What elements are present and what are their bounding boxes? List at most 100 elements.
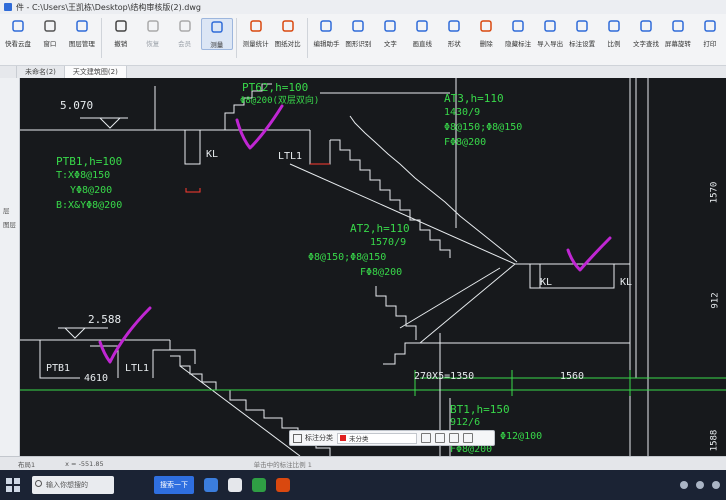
toolbar-button-8[interactable]: 图纸对比 bbox=[272, 18, 304, 48]
app-icon-2[interactable] bbox=[228, 478, 242, 492]
bt1-rebar: Φ12@100 bbox=[500, 431, 543, 442]
title-bar: 件 - C:\Users\王凯栋\Desktop\结构审核版(2).dwg bbox=[0, 0, 726, 14]
tab-0[interactable] bbox=[0, 66, 17, 78]
cloud-icon bbox=[10, 18, 26, 34]
left-panel-item[interactable] bbox=[0, 386, 19, 400]
toolbar-button-21[interactable]: 打印 bbox=[694, 18, 726, 48]
app-icon-3[interactable] bbox=[252, 478, 266, 492]
left-panel-item[interactable] bbox=[0, 232, 19, 246]
toolbar-button-19[interactable]: 文字查找 bbox=[630, 18, 662, 48]
dim-1560: 1560 bbox=[560, 371, 585, 382]
left-panel-item[interactable] bbox=[0, 344, 19, 358]
left-panel-item[interactable] bbox=[0, 120, 19, 134]
app-logo-icon bbox=[4, 3, 12, 11]
toolbar-button-15[interactable]: 隐藏标注 bbox=[502, 18, 534, 48]
edit-icon[interactable] bbox=[421, 433, 431, 443]
toolbar-button-label: 图形识别 bbox=[345, 40, 372, 48]
toolbar-button-12[interactable]: 画直线 bbox=[406, 18, 438, 48]
left-panel-item[interactable] bbox=[0, 358, 19, 372]
layers-icon bbox=[74, 18, 90, 34]
delete-icon[interactable] bbox=[463, 433, 473, 443]
grid-icon[interactable] bbox=[293, 433, 302, 443]
move-icon[interactable] bbox=[449, 433, 459, 443]
elevation-left: 2.588 bbox=[88, 313, 122, 326]
left-panel-item[interactable] bbox=[0, 134, 19, 148]
annotation-category-select[interactable]: 未分类 bbox=[337, 432, 417, 444]
left-panel-item[interactable] bbox=[0, 274, 19, 288]
left-panel-item[interactable] bbox=[0, 316, 19, 330]
redo-icon bbox=[145, 18, 161, 34]
app-icon-4[interactable] bbox=[276, 478, 290, 492]
toolbar-button-3[interactable]: 撤销 bbox=[105, 18, 137, 48]
left-panel-item[interactable] bbox=[0, 162, 19, 176]
toolbar-button-16[interactable]: 导入导出 bbox=[534, 18, 566, 48]
toolbar-button-1[interactable]: 窗口 bbox=[34, 18, 66, 48]
toolbar-button-label: 恢复 bbox=[146, 40, 160, 48]
tab-active[interactable]: 天文建筑图(2) bbox=[64, 66, 127, 78]
toolbar-button-9[interactable]: 编辑助手 bbox=[310, 18, 342, 48]
import-export-icon bbox=[542, 18, 558, 34]
toolbar-button-10[interactable]: 图形识别 bbox=[342, 18, 374, 48]
text-search-icon bbox=[638, 18, 654, 34]
taskbar-search-input[interactable]: 输入你想搜的 bbox=[32, 476, 114, 494]
toolbar-button-18[interactable]: 比例 bbox=[598, 18, 630, 48]
ptb1-top-rebar: T:XΦ8@150 bbox=[56, 170, 111, 181]
bt1-label: BT1,h=150 bbox=[450, 403, 510, 416]
toolbar-button-5[interactable]: 会员 bbox=[169, 18, 201, 48]
app-icon-1[interactable] bbox=[204, 478, 218, 492]
left-panel-item[interactable] bbox=[0, 106, 19, 120]
left-panel-item[interactable] bbox=[0, 260, 19, 274]
left-panel-item[interactable] bbox=[0, 78, 19, 92]
search-icon bbox=[35, 480, 42, 487]
edit-assistant-icon bbox=[318, 18, 334, 34]
left-panel-item[interactable] bbox=[0, 148, 19, 162]
undo-icon bbox=[113, 18, 129, 34]
left-panel-item[interactable] bbox=[0, 330, 19, 344]
tab-1[interactable]: 未命名(2) bbox=[17, 66, 65, 78]
toolbar-button-label: 会员 bbox=[178, 40, 192, 48]
toolbar-button-label: 编辑助手 bbox=[313, 40, 340, 48]
left-panel-item[interactable] bbox=[0, 372, 19, 386]
toolbar-button-label: 图层管理 bbox=[68, 40, 95, 48]
toolbar-button-6[interactable]: 测量 bbox=[200, 18, 233, 50]
search-button[interactable]: 搜索一下 bbox=[154, 476, 194, 494]
side-dim-1570: 1570 bbox=[709, 181, 720, 204]
left-panel-item[interactable]: 图层 bbox=[3, 221, 16, 229]
left-panel-item[interactable] bbox=[0, 92, 19, 106]
left-panel-item[interactable] bbox=[0, 246, 19, 260]
toolbar-button-label: 标注设置 bbox=[569, 40, 596, 48]
toolbar-button-13[interactable]: 形状 bbox=[438, 18, 470, 48]
main-toolbar: 快看云盘窗口图层管理 撤销恢复 会员测量测量统计图纸对比编辑助手图形识别文字画直线形… bbox=[0, 14, 726, 66]
layout-tab[interactable]: 布局1 bbox=[18, 460, 36, 469]
toolbar-button-17[interactable]: 标注设置 bbox=[566, 18, 598, 48]
left-panel-item[interactable] bbox=[0, 176, 19, 190]
print-icon bbox=[702, 18, 718, 34]
at2-span: 1570/9 bbox=[370, 237, 407, 248]
toolbar-button-label: 画直线 bbox=[412, 40, 433, 48]
toolbar-button-11[interactable]: 文字 bbox=[374, 18, 406, 48]
left-panel-item[interactable] bbox=[0, 302, 19, 316]
left-panel-item[interactable] bbox=[0, 288, 19, 302]
toolbar-button-label: 打印 bbox=[703, 40, 717, 48]
left-panel-item[interactable] bbox=[0, 400, 19, 414]
drawing-canvas[interactable]: PT62,h=100 Φ8@200(双层双向) AT3,h=110 1430/9… bbox=[20, 78, 726, 456]
at3-rebar: Φ8@150;Φ8@150 bbox=[444, 122, 523, 133]
toolbar-button-label: 测量统计 bbox=[242, 40, 269, 48]
toolbar-button-label: 比例 bbox=[607, 40, 621, 48]
windows-start-icon[interactable] bbox=[6, 478, 20, 492]
toolbar-button-20[interactable]: 屏幕旋转 bbox=[662, 18, 694, 48]
at3-label: AT3,h=110 bbox=[444, 92, 504, 105]
toolbar-button-2[interactable]: 图层管理 bbox=[66, 18, 98, 48]
left-panel-item[interactable] bbox=[0, 414, 19, 428]
category-color-swatch bbox=[340, 435, 346, 441]
ptb1-bottom-label: PTB1 bbox=[46, 363, 71, 374]
toolbar-button-7[interactable]: 测量统计 bbox=[240, 18, 272, 48]
toolbar-button-0[interactable]: 快看云盘 bbox=[2, 18, 34, 48]
toolbar-button-4[interactable]: 恢复 bbox=[137, 18, 169, 48]
toolbar-button-14[interactable]: 删除 bbox=[470, 18, 502, 48]
left-panel-item[interactable]: 层 bbox=[3, 207, 10, 215]
copy-icon[interactable] bbox=[435, 433, 445, 443]
ptb1-bottom-rebar: B:X&YΦ8@200 bbox=[56, 200, 123, 211]
hide-annotation-icon bbox=[510, 18, 526, 34]
left-panel-item[interactable] bbox=[0, 190, 19, 204]
